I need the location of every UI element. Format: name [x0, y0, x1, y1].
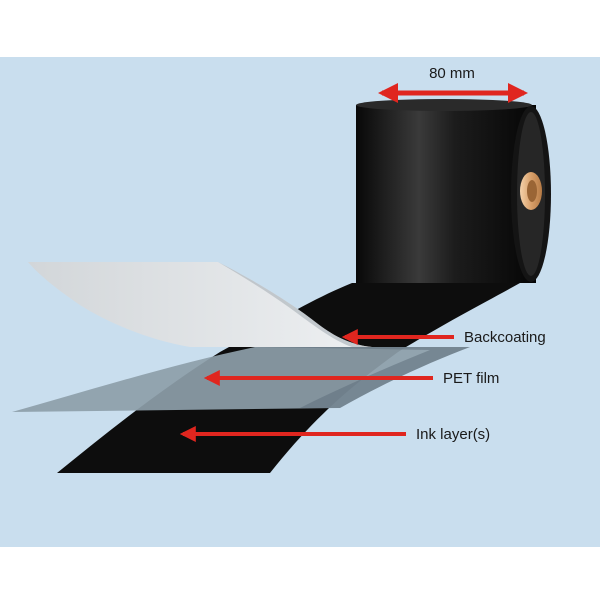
callout-pet-film: PET film — [203, 370, 499, 387]
width-dimension: 80 mm — [378, 65, 528, 103]
backcoating-sheet — [28, 262, 372, 347]
callout-backcoating: Backcoating — [341, 329, 546, 346]
ribbon-roll — [356, 99, 551, 283]
ink-layer-label: Ink layer(s) — [416, 426, 490, 443]
width-label: 80 mm — [429, 65, 475, 82]
pet-film-label: PET film — [443, 370, 499, 387]
backcoating-label: Backcoating — [464, 329, 546, 346]
callout-ink-layer: Ink layer(s) — [179, 426, 490, 443]
